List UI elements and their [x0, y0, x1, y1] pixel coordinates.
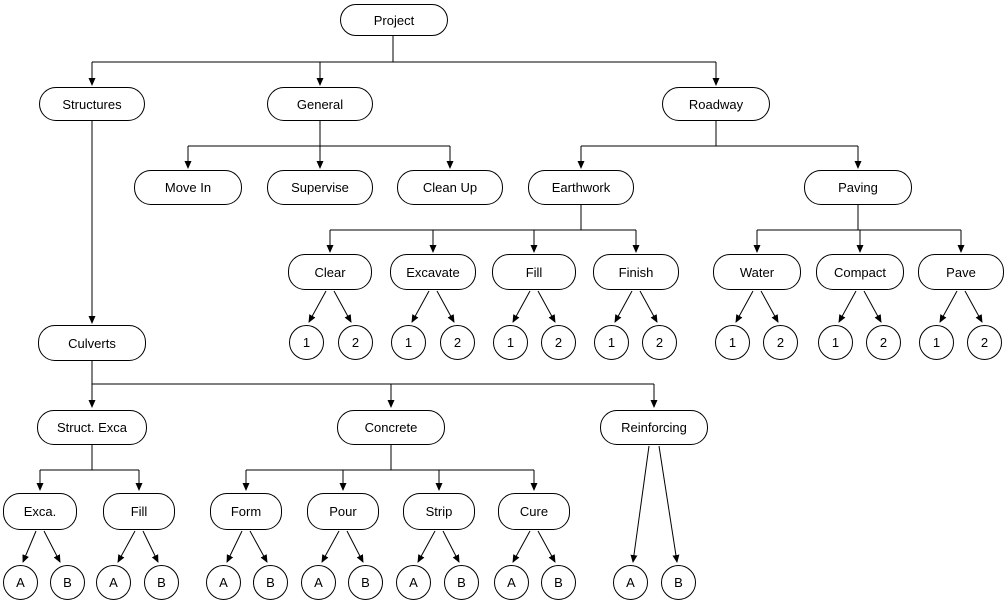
node-pave: Pave [918, 254, 1004, 290]
leaf-excavate-2: 2 [440, 325, 475, 360]
node-fill-earthwork: Fill [492, 254, 576, 290]
node-form: Form [210, 493, 282, 530]
leaf-clear-2: 2 [338, 325, 373, 360]
leaf-fill-culverts-a: A [96, 565, 131, 600]
leaf-arrows [22, 290, 983, 563]
node-pour: Pour [307, 493, 379, 530]
node-excavate: Excavate [390, 254, 476, 290]
leaf-form-b: B [253, 565, 288, 600]
leaf-reinforcing-b: B [661, 565, 696, 600]
node-project: Project [340, 4, 448, 36]
leaf-fill-earthwork-1: 1 [493, 325, 528, 360]
branch-rails [40, 36, 961, 471]
leaf-fill-earthwork-2: 2 [541, 325, 576, 360]
leaf-compact-1: 1 [818, 325, 853, 360]
leaf-reinforcing-a: A [613, 565, 648, 600]
node-exca: Exca. [3, 493, 77, 530]
node-cure: Cure [498, 493, 570, 530]
leaf-form-a: A [206, 565, 241, 600]
leaf-water-2: 2 [763, 325, 798, 360]
leaf-fill-culverts-b: B [144, 565, 179, 600]
node-general: General [267, 87, 373, 121]
leaf-water-1: 1 [715, 325, 750, 360]
node-culverts: Culverts [38, 325, 146, 361]
node-compact: Compact [816, 254, 904, 290]
node-clean-up: Clean Up [397, 170, 503, 205]
node-move-in: Move In [134, 170, 242, 205]
leaf-clear-1: 1 [289, 325, 324, 360]
node-clear: Clear [288, 254, 372, 290]
leaf-strip-b: B [444, 565, 479, 600]
node-struct-exca: Struct. Exca [37, 410, 147, 445]
node-fill-culverts: Fill [103, 493, 175, 530]
node-strip: Strip [403, 493, 475, 530]
node-structures: Structures [39, 87, 145, 121]
node-roadway: Roadway [662, 87, 770, 121]
node-paving: Paving [804, 170, 912, 205]
node-supervise: Supervise [267, 170, 373, 205]
node-concrete: Concrete [337, 410, 445, 445]
node-reinforcing: Reinforcing [600, 410, 708, 445]
leaf-cure-b: B [541, 565, 576, 600]
leaf-finish-2: 2 [642, 325, 677, 360]
leaf-pour-b: B [348, 565, 383, 600]
leaf-compact-2: 2 [866, 325, 901, 360]
leaf-pave-1: 1 [919, 325, 954, 360]
arrow-drops [36, 62, 965, 491]
node-water: Water [713, 254, 801, 290]
leaf-pour-a: A [301, 565, 336, 600]
node-finish: Finish [593, 254, 679, 290]
leaf-finish-1: 1 [594, 325, 629, 360]
leaf-exca-a: A [3, 565, 38, 600]
leaf-cure-a: A [494, 565, 529, 600]
leaf-exca-b: B [50, 565, 85, 600]
leaf-strip-a: A [396, 565, 431, 600]
node-earthwork: Earthwork [528, 170, 634, 205]
leaf-pave-2: 2 [967, 325, 1002, 360]
leaf-excavate-1: 1 [391, 325, 426, 360]
